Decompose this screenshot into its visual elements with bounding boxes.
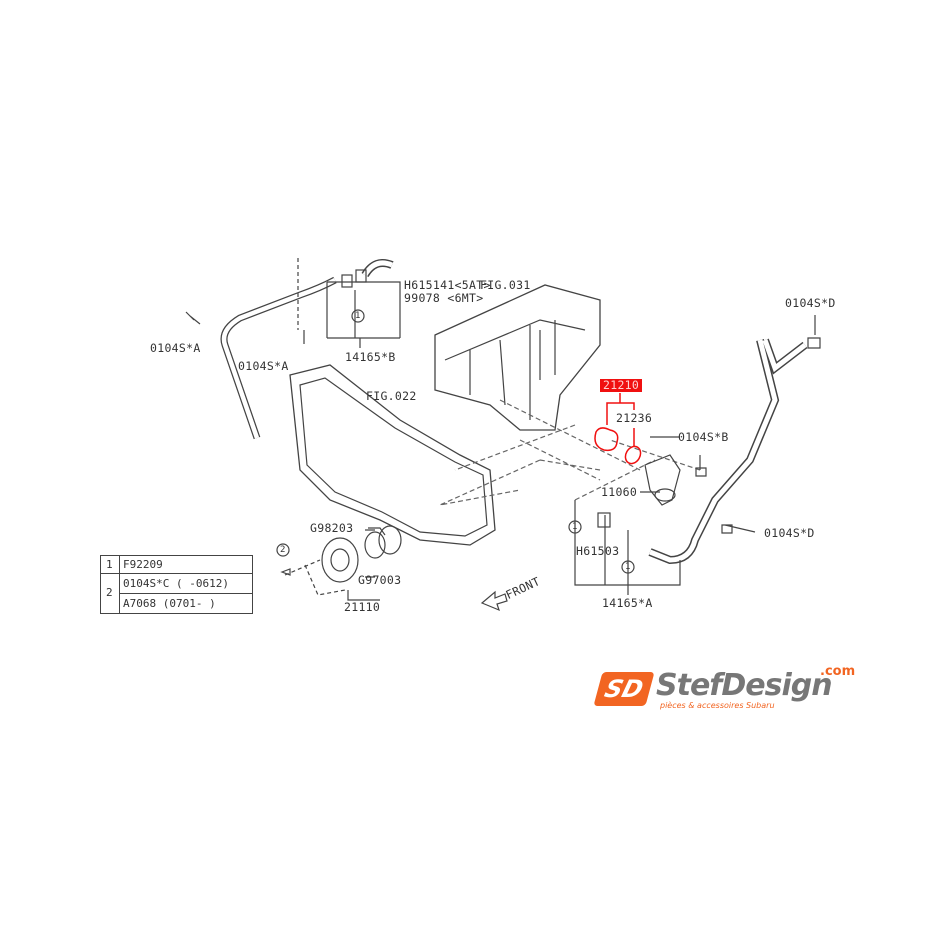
bolt-icon [185,311,305,344]
ref-2-label: 2 [280,545,286,555]
ref-2-marker [276,543,290,557]
table-ref: 2 [106,586,113,599]
callout-99078[interactable]: 99078 <6MT> [404,291,484,305]
ref-1-marker [568,520,582,534]
callout-h61503[interactable]: H61503 [576,544,620,558]
callout-21236[interactable]: 21236 [616,411,653,425]
engine-block [434,284,601,431]
callout-11060[interactable]: 11060 [601,485,638,499]
callout-fig031[interactable]: FIG.031 [480,278,531,292]
callout-h615141[interactable]: H615141<5AT> [404,278,491,292]
ref-1-label: 1 [572,522,578,532]
callout-0104s-d-bottom[interactable]: 0104S*D [764,526,815,540]
water-outlet [644,454,681,506]
callout-21210-highlighted[interactable]: 21210 [600,379,643,392]
table-part: A7068 (0701- ) [123,597,216,610]
logo-domain: .com [820,664,856,679]
table-part: 0104S*C ( -0612) [123,577,229,590]
callout-0104s-b[interactable]: 0104S*B [678,430,729,444]
table-ref: 1 [106,558,113,571]
callout-0104s-a-left[interactable]: 0104S*A [150,341,201,355]
callout-g98203[interactable]: G98203 [310,521,354,535]
timing-cover [289,364,496,546]
callout-0104s-a-mid[interactable]: 0104S*A [238,359,289,373]
logo-mark: SD [593,672,655,706]
front-arrow-icon [480,590,508,612]
ref-1-label: 1 [355,311,361,321]
logo-tagline: pièces & accessoires Subaru [660,701,775,710]
reference-table: 1 F92209 2 0104S*C ( -0612) A7068 (0701-… [100,555,253,614]
callout-fig022[interactable]: FIG.022 [366,389,417,403]
ref-1-label: 1 [625,562,631,572]
callout-14165-a[interactable]: 14165*A [602,596,653,610]
thermostat [594,427,619,452]
callout-21110[interactable]: 21110 [344,600,381,614]
logo-name: StefDesign [656,668,833,703]
table-part: F92209 [123,558,163,571]
callout-g97003[interactable]: G97003 [358,573,402,587]
callout-14165-b[interactable]: 14165*B [345,350,396,364]
stefdesign-logo[interactable]: SD StefDesign .com pièces & accessoires … [593,664,858,713]
gasket [624,445,642,465]
callout-0104s-d-top[interactable]: 0104S*D [785,296,836,310]
